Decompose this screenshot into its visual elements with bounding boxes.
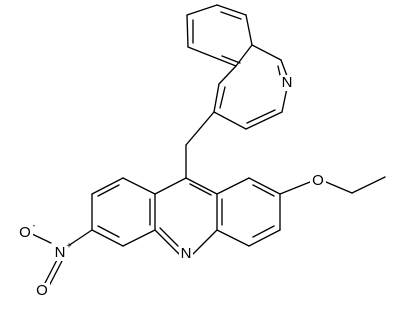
quinoline-pyridine-ring bbox=[213, 44, 288, 130]
acridine-right-ring bbox=[216, 177, 281, 247]
methylene-linker bbox=[185, 111, 215, 179]
quinoline-benzo-ring bbox=[186, 4, 253, 67]
nitro-oxygen-negative-charge: - bbox=[33, 220, 36, 230]
acridine-central-ring bbox=[154, 177, 218, 255]
acridine-left-ring bbox=[91, 177, 156, 247]
ether-oxygen-label: O bbox=[312, 172, 324, 189]
nitro-lower-oxygen-label: O bbox=[36, 282, 48, 299]
atom-labels: N N O N + O - O bbox=[17, 74, 326, 299]
acridine-nitrogen-label: N bbox=[181, 245, 192, 262]
nitro-nitrogen-positive-charge: + bbox=[66, 240, 71, 250]
nitro-group bbox=[31, 229, 93, 287]
nitro-upper-oxygen-label: O bbox=[19, 224, 31, 241]
nitro-nitrogen-label: N bbox=[55, 244, 66, 261]
quinoline-nitrogen-label: N bbox=[282, 74, 293, 91]
ethoxy-group bbox=[279, 176, 386, 195]
